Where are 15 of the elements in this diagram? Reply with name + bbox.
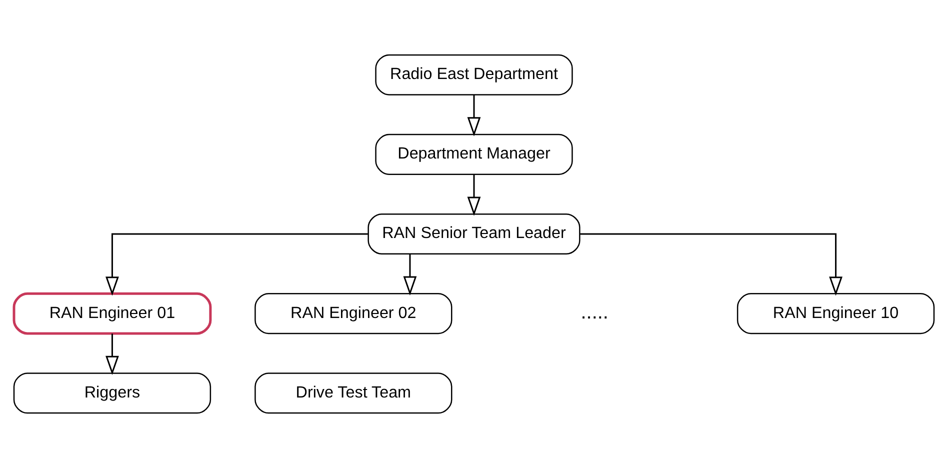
node-box: Radio East Department [375,54,573,96]
arrow [106,334,119,376]
arrow [467,174,481,216]
node-box: Drive Test Team [254,372,452,414]
arrow [106,233,368,296]
node-box: RAN Engineer 02 [254,293,452,334]
arrow [403,254,417,296]
arrow [467,94,481,136]
node-box: Riggers [13,372,212,414]
node-box: RAN Senior Team Leader [368,213,580,255]
label: ..... [580,301,608,324]
node-box: Department Manager [375,134,573,175]
arrow [580,233,842,296]
node-box: RAN Engineer 01 [12,292,212,335]
node-box: RAN Engineer 10 [736,293,935,334]
